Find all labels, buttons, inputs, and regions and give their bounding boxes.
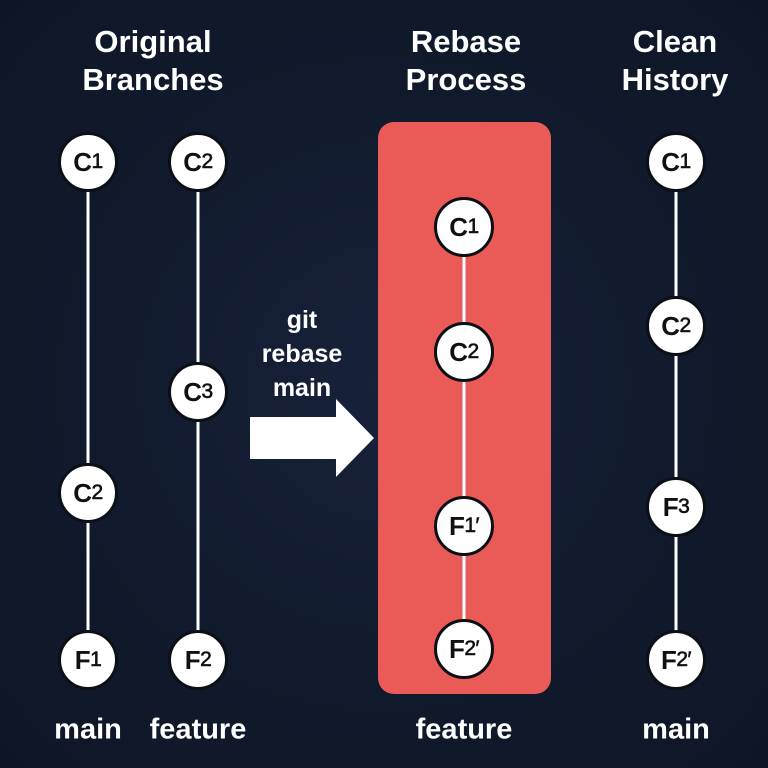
arrow-shape (250, 399, 374, 477)
commit-index: 2′ (676, 648, 692, 672)
command-line: rebase (261, 340, 343, 368)
original-branches-title: Original Branches (82, 23, 223, 99)
commit-index: 3 (678, 495, 690, 519)
commit-index: 3 (201, 380, 213, 404)
commit-index: 2 (679, 314, 691, 338)
right-arrow-icon (250, 399, 374, 477)
commit-letter: F (662, 491, 679, 522)
commit-letter: F (448, 633, 465, 664)
commit-index: 2 (200, 648, 212, 672)
main-branch-line (86, 162, 90, 660)
commit-letter: F (448, 510, 465, 541)
commit-index: 2 (201, 150, 213, 174)
commit-letter: F (660, 644, 677, 675)
commit-letter: C (449, 211, 468, 242)
title-line: History (621, 62, 729, 97)
commit-index: 2 (467, 340, 479, 364)
commit-letter: C (73, 146, 92, 177)
command-line: main (272, 374, 332, 402)
commit-letter: C (661, 146, 680, 177)
commit-index: 1 (90, 648, 102, 672)
commit-index: 1 (679, 150, 691, 174)
branch-label-feature: feature (149, 713, 247, 746)
branch-label-main: main (54, 713, 122, 746)
commit-index: 1′ (464, 514, 480, 538)
rebase-branch-line (462, 227, 466, 649)
commit-letter: C (661, 310, 680, 341)
rebase-command-text: git rebase main (262, 303, 343, 405)
branch-label-clean-main: main (642, 713, 710, 746)
commit-letter: F (184, 644, 201, 675)
commit-letter: F (74, 644, 91, 675)
clean-branch-line (674, 162, 678, 660)
title-line: Clean (632, 24, 718, 59)
commit-index: 2′ (464, 637, 480, 661)
commit-index: 1 (467, 215, 479, 239)
commit-letter: C (183, 376, 202, 407)
command-line: git (286, 306, 318, 334)
commit-letter: C (449, 336, 468, 367)
title-line: Rebase (410, 24, 522, 59)
commit-letter: C (73, 477, 92, 508)
commit-index: 1 (91, 150, 103, 174)
commit-index: 2 (91, 481, 103, 505)
title-line: Branches (82, 62, 224, 97)
title-line: Original (94, 24, 212, 59)
clean-history-title: Clean History (622, 23, 729, 99)
title-line: Process (405, 62, 527, 97)
rebase-process-title: Rebase Process (406, 23, 527, 99)
commit-letter: C (183, 146, 202, 177)
branch-label-rebase-feature: feature (415, 713, 513, 746)
